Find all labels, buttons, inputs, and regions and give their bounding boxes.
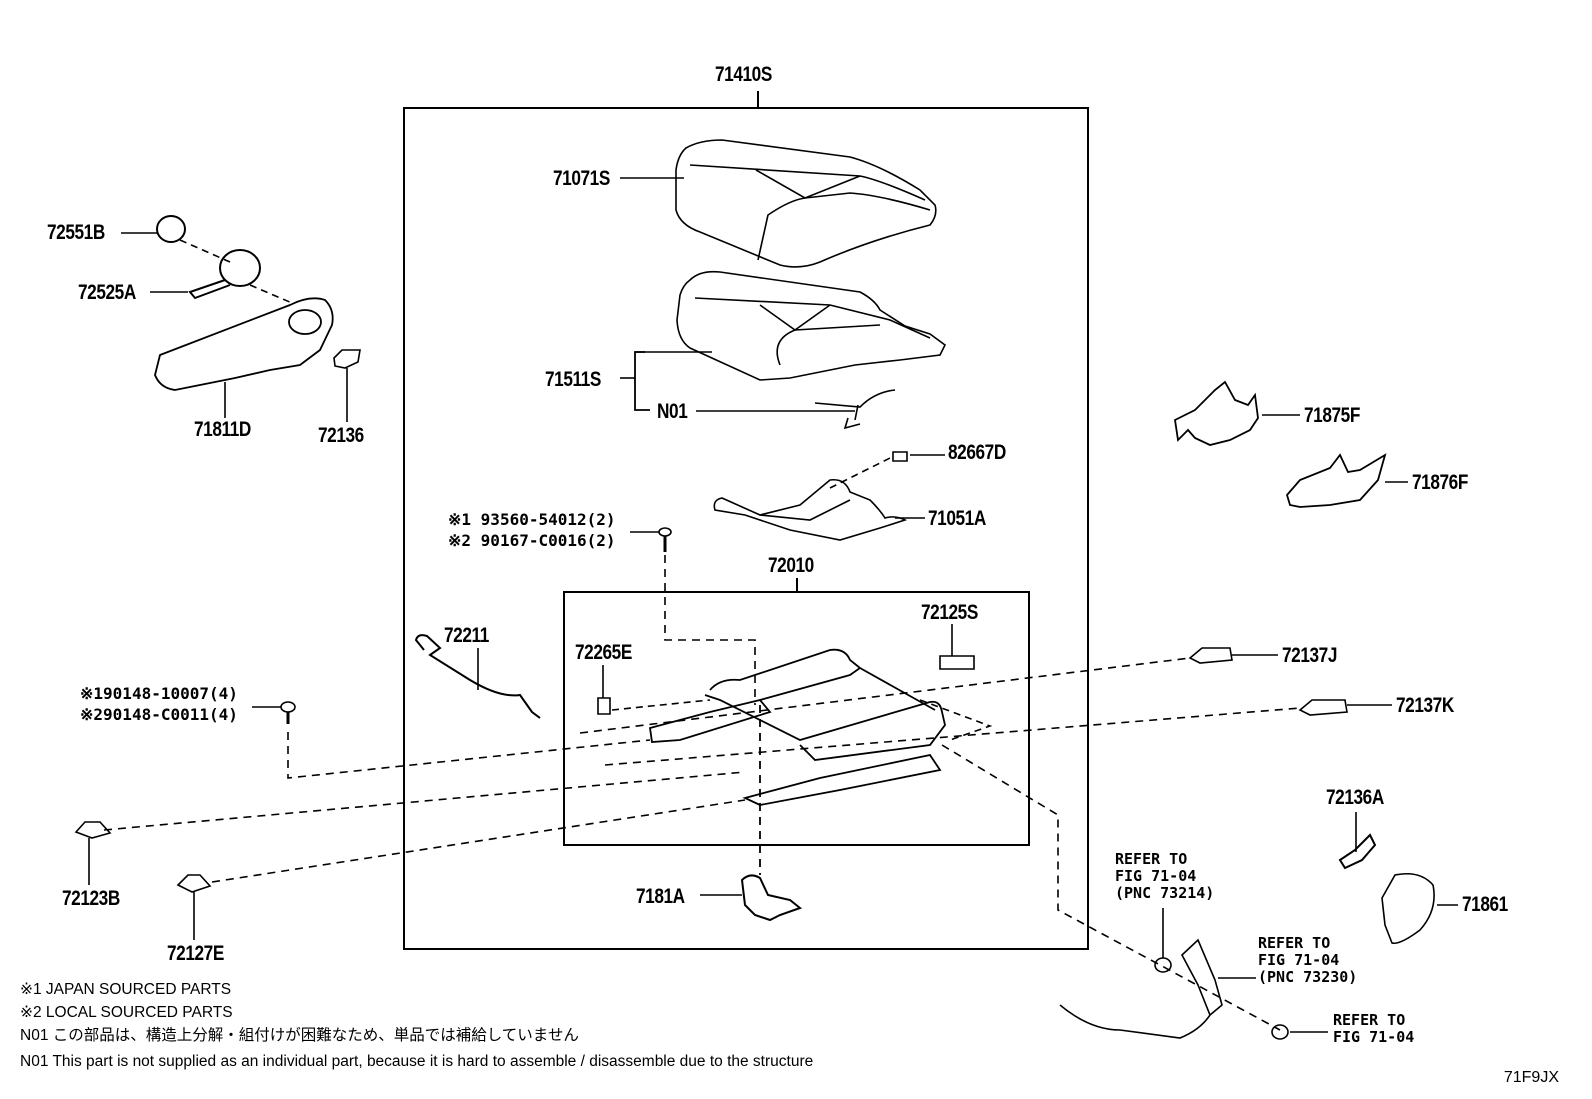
part-72211-bar[interactable] — [416, 635, 540, 718]
part-72136A-clip[interactable] — [1340, 835, 1375, 868]
reference-line: (PNC 73214) — [1115, 884, 1215, 902]
label-72137J[interactable]: 72137J — [1282, 644, 1338, 667]
label-71875F[interactable]: 71875F — [1304, 404, 1360, 427]
note-n01-japanese: N01 この部品は、構造上分解・組付けが困難なため、単品では補給していません — [20, 1027, 579, 1044]
label-72136[interactable]: 72136 — [318, 424, 364, 447]
fastener-bolt-callout[interactable]: ※190148-10007(4) ※290148-C0011(4) — [80, 683, 238, 725]
label-72136A[interactable]: 72136A — [1326, 786, 1384, 809]
part-82667D-connector[interactable] — [893, 452, 907, 461]
label-N01[interactable]: N01 — [657, 400, 688, 423]
part-seat-belt-buckle — [1060, 940, 1222, 1038]
label-71876F[interactable]: 71876F — [1412, 471, 1468, 494]
fastener-screw-local: ※2 90167-C0016(2) — [448, 531, 616, 550]
fastener-screw-callout[interactable]: ※1 93560-54012(2) ※2 90167-C0016(2) — [448, 509, 616, 551]
label-72551B[interactable]: 72551B — [47, 221, 105, 244]
reference-line: REFER TO — [1333, 1011, 1406, 1029]
label-82667D[interactable]: 82667D — [948, 441, 1006, 464]
label-72125S[interactable]: 72125S — [921, 601, 978, 624]
part-72010-seat-track[interactable] — [650, 650, 945, 805]
part-72265E-clip[interactable] — [598, 698, 610, 714]
reference-pnc-73230[interactable]: REFER TO FIG 71-04 (PNC 73230) — [1258, 935, 1357, 986]
part-71861-cover[interactable] — [1382, 874, 1434, 943]
label-7181A[interactable]: 7181A — [636, 885, 685, 908]
reference-line: REFER TO — [1115, 850, 1188, 868]
part-71511S-cushion-pad[interactable] — [677, 272, 945, 380]
part-72551B-cap[interactable] — [157, 216, 185, 242]
reference-pnc-73214[interactable]: REFER TO FIG 71-04 (PNC 73214) — [1115, 851, 1214, 902]
part-72137K-cover[interactable] — [1300, 700, 1347, 715]
screw-icon — [659, 528, 671, 552]
label-72211[interactable]: 72211 — [444, 624, 489, 647]
bolt-icon — [281, 702, 295, 724]
fastener-bolt-japan: ※190148-10007(4) — [80, 684, 238, 703]
note-n01-english: N01 This part is not supplied as an indi… — [20, 1053, 814, 1070]
label-71861[interactable]: 71861 — [1462, 893, 1508, 916]
label-72137K[interactable]: 72137K — [1396, 694, 1454, 717]
label-71051A[interactable]: 71051A — [928, 507, 986, 530]
label-72123B[interactable]: 72123B — [62, 887, 120, 910]
label-71071S[interactable]: 71071S — [553, 167, 610, 190]
label-71811D[interactable]: 71811D — [194, 418, 251, 441]
part-71875F-bracket[interactable] — [1175, 382, 1258, 445]
fastener-bolt-local: ※290148-C0011(4) — [80, 705, 238, 724]
reference-line: FIG 71-04 — [1258, 951, 1340, 969]
reference-line: FIG 71-04 — [1333, 1028, 1415, 1046]
part-72525A-knob[interactable] — [190, 250, 260, 298]
figure-id: 71F9JX — [1503, 1069, 1559, 1086]
reference-fig-71-04[interactable]: REFER TO FIG 71-04 — [1333, 1012, 1414, 1046]
part-washer — [1155, 958, 1171, 972]
label-71410S[interactable]: 71410S — [715, 63, 772, 86]
part-71811D-side-shield[interactable] — [155, 298, 333, 390]
part-72123B-nut[interactable] — [76, 822, 110, 838]
reference-line: (PNC 73230) — [1258, 968, 1358, 986]
part-71876F-bracket[interactable] — [1287, 455, 1385, 507]
note-local-sourced: ※2 LOCAL SOURCED PARTS — [20, 1004, 233, 1021]
dashed-guide-screw — [665, 555, 755, 705]
part-72125S-cover[interactable] — [940, 656, 974, 669]
part-nut — [1272, 1025, 1288, 1039]
part-N01-sensor — [815, 390, 895, 428]
part-7181A-bracket[interactable] — [742, 875, 800, 920]
label-72010[interactable]: 72010 — [768, 554, 814, 577]
reference-line: REFER TO — [1258, 934, 1331, 952]
label-72265E[interactable]: 72265E — [575, 641, 632, 664]
part-72127E-nut[interactable] — [178, 875, 210, 892]
part-72136-clip[interactable] — [334, 350, 360, 368]
bracket-71511S — [635, 352, 650, 410]
part-71051A-wire-harness[interactable] — [714, 480, 905, 540]
note-japan-sourced: ※1 JAPAN SOURCED PARTS — [20, 981, 232, 998]
fastener-screw-japan: ※1 93560-54012(2) — [448, 510, 616, 529]
label-71511S[interactable]: 71511S — [545, 368, 601, 391]
assembly-box-71410S — [404, 108, 1088, 949]
label-72127E[interactable]: 72127E — [167, 942, 224, 965]
part-71071S-seat-cover[interactable] — [620, 140, 936, 267]
reference-line: FIG 71-04 — [1115, 867, 1197, 885]
part-72137J-cover[interactable] — [1190, 648, 1232, 663]
assembly-box-72010 — [564, 592, 1029, 845]
label-72525A[interactable]: 72525A — [78, 281, 136, 304]
